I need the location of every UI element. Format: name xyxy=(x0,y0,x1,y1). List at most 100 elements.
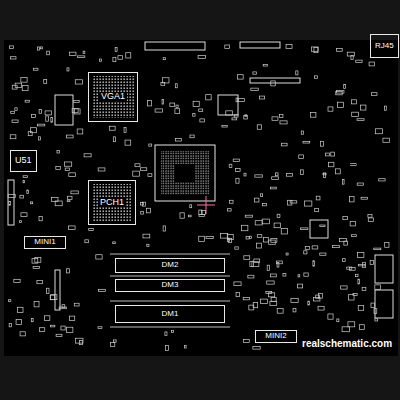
smd-part xyxy=(22,86,28,91)
smd-part xyxy=(34,301,39,306)
smd-part xyxy=(328,162,334,166)
smd-part xyxy=(37,281,42,284)
smd-part xyxy=(245,215,252,217)
smd-part xyxy=(236,293,239,297)
smd-part xyxy=(359,325,364,330)
smd-part xyxy=(83,51,85,53)
smd-part xyxy=(113,57,116,61)
part-designator: PCH1 xyxy=(98,198,126,208)
smd-part xyxy=(316,196,320,200)
smd-part xyxy=(47,288,49,293)
smd-part xyxy=(250,261,254,266)
connector xyxy=(55,95,73,125)
smd-part xyxy=(305,246,309,249)
smd-part xyxy=(110,343,114,347)
smd-part xyxy=(244,173,246,176)
smd-part xyxy=(236,178,239,183)
smd-part xyxy=(316,295,320,298)
smd-part xyxy=(16,319,21,324)
smd-part xyxy=(170,103,175,107)
smd-part xyxy=(351,235,356,237)
smd-part xyxy=(190,135,194,138)
smd-part xyxy=(199,236,205,241)
smd-part xyxy=(347,52,354,56)
smd-part xyxy=(199,109,203,112)
smd-part xyxy=(356,60,362,62)
smd-part xyxy=(10,46,14,49)
smd-part xyxy=(67,200,70,202)
smd-part xyxy=(51,197,58,201)
smd-part xyxy=(147,208,151,213)
smd-part xyxy=(38,124,45,126)
smd-part xyxy=(70,316,75,320)
smd-part xyxy=(333,246,340,248)
smd-part xyxy=(41,47,43,49)
smd-part xyxy=(355,274,358,276)
smd-part xyxy=(303,141,310,143)
smd-part xyxy=(140,168,146,171)
smd-part xyxy=(176,105,178,107)
smd-part xyxy=(175,109,180,114)
smd-part xyxy=(200,119,205,122)
smd-part xyxy=(21,213,27,217)
smd-part xyxy=(257,235,262,238)
smd-part xyxy=(320,253,326,255)
smd-part xyxy=(235,168,240,171)
smd-part xyxy=(259,96,264,99)
smd-part xyxy=(124,128,126,133)
smd-part xyxy=(361,105,366,110)
smd-part xyxy=(260,299,267,303)
smd-part xyxy=(198,55,205,58)
smd-part xyxy=(228,238,230,241)
component-outline: DM1 xyxy=(115,305,225,323)
smd-part xyxy=(238,99,244,102)
chip-outline: VGA1 xyxy=(88,72,138,122)
smd-part xyxy=(113,137,115,142)
smd-part xyxy=(56,334,62,336)
smd-part xyxy=(357,252,363,257)
smd-part xyxy=(190,205,192,208)
smd-part xyxy=(175,84,177,88)
smd-part xyxy=(298,275,300,277)
smd-part xyxy=(320,225,325,227)
smd-part xyxy=(336,91,342,94)
smd-part xyxy=(244,339,250,342)
smd-part xyxy=(280,121,287,124)
smd-part xyxy=(242,225,248,230)
smd-part xyxy=(250,236,252,238)
smd-part xyxy=(271,239,277,243)
smd-part xyxy=(180,213,184,218)
smd-part xyxy=(318,293,322,298)
smd-part xyxy=(163,226,165,231)
smd-part xyxy=(23,180,25,182)
smd-part xyxy=(39,217,42,221)
smd-part xyxy=(118,56,123,60)
smd-part xyxy=(251,88,258,90)
smd-part xyxy=(301,131,303,134)
smd-part xyxy=(244,115,247,119)
smd-part xyxy=(46,116,49,121)
smd-part xyxy=(383,138,390,142)
smd-part xyxy=(358,264,364,266)
smd-part xyxy=(77,129,83,134)
smd-part xyxy=(27,190,29,194)
smd-part xyxy=(44,79,47,83)
smd-part xyxy=(149,144,152,146)
smd-part xyxy=(232,118,237,120)
smd-part xyxy=(162,100,164,104)
smd-part xyxy=(313,261,315,266)
connector xyxy=(55,270,60,310)
smd-part xyxy=(67,327,73,332)
smd-part xyxy=(67,269,70,273)
smd-part xyxy=(342,327,349,332)
smd-part xyxy=(246,237,249,239)
smd-part xyxy=(245,115,247,117)
smd-part xyxy=(328,107,333,111)
smd-part xyxy=(67,68,69,71)
smd-part xyxy=(326,153,330,156)
smd-part xyxy=(98,327,102,329)
smd-part xyxy=(99,289,106,291)
smd-part xyxy=(20,332,25,336)
smd-part xyxy=(74,100,79,102)
smd-part xyxy=(344,85,346,89)
